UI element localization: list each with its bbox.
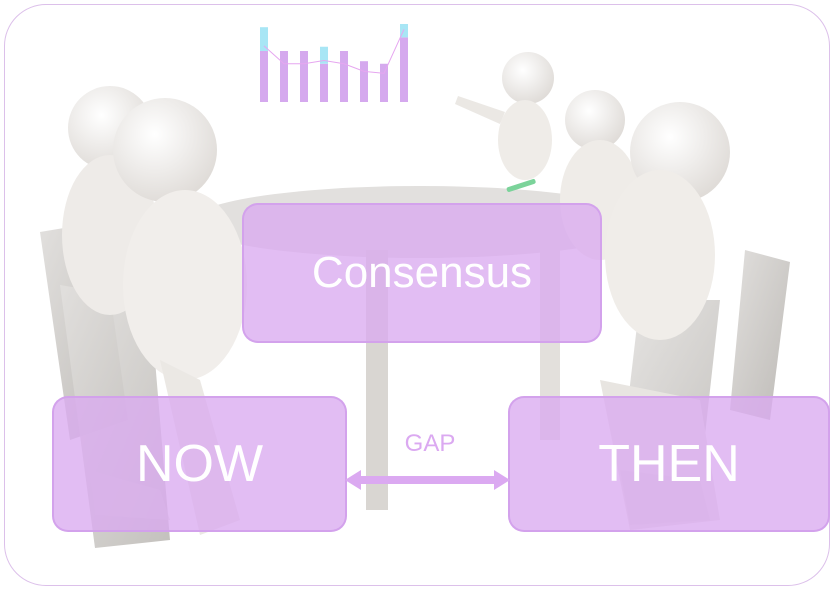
projected-chart-image [246,24,432,124]
then-box: THEN [508,396,830,532]
chair [730,250,790,420]
consensus-box: Consensus [242,203,602,343]
chart-bar [380,63,388,102]
chart-bar [400,37,408,102]
presenter-body [498,100,552,180]
pen [506,178,536,192]
double-arrow-shape [345,470,510,490]
double-arrow [345,470,510,490]
then-label: THEN [598,435,740,493]
chart-bar [360,61,368,102]
presenter-head [502,52,554,104]
person-body [605,170,715,340]
chart-bar-top [260,27,268,51]
now-box: NOW [52,396,347,532]
chart-bar-top [400,24,408,38]
consensus-label: Consensus [311,248,533,297]
presenter-arm [455,96,505,124]
chart-bar [340,51,348,102]
chart-bar [280,51,288,102]
person-head [113,98,217,202]
chart-bar [260,51,268,102]
now-label: NOW [135,435,264,493]
chart-bar-top [320,46,328,64]
chart-line [263,29,405,74]
person-head [565,90,625,150]
gap-label: GAP [404,430,456,457]
person-body [123,190,247,380]
chart-bar [300,51,308,102]
chart-bar [320,63,328,102]
